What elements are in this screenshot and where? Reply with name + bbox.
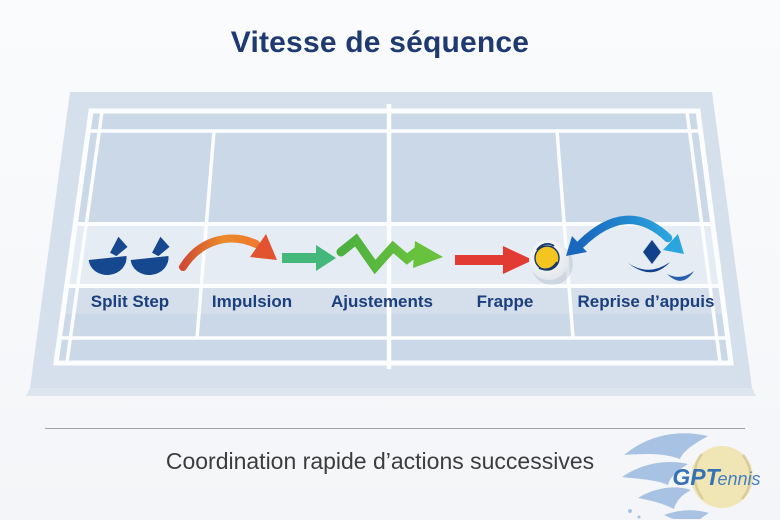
gptennis-logo: GPT ennis [622,433,761,519]
footer-caption: Coordination rapide d’actions successive… [165,448,595,474]
impulsion-arrow-icon [179,234,277,271]
logo-ball-icon [691,446,753,508]
split-step-feet-icon [88,236,170,276]
step-label-split-step: Split Step [91,292,169,311]
landing-feet-icon [628,240,694,281]
court-lines [53,104,734,369]
logo-text-bold: GPT [672,464,721,490]
footer-divider [45,428,745,429]
zigzag-arrow-icon [336,233,443,275]
green-arrow-icon [282,245,336,271]
step-label-reprise: Reprise d’appuis [578,292,715,311]
logo-text-rest: ennis [717,469,760,489]
tennis-ball-icon [529,240,573,285]
sequence-highlight-band [67,224,720,286]
step-label-ajustements: Ajustements [331,292,433,311]
rebound-arrow-icon [566,215,684,256]
step-label-impulsion: Impulsion [212,292,292,311]
label-band [63,286,725,314]
step-label-frappe: Frappe [477,292,534,311]
step-labels: Split Step Impulsion Ajustements Frappe … [91,292,715,311]
flame-icon [622,433,709,519]
page-title: Vitesse de séquence [230,26,530,59]
strike-arrow-icon [455,246,533,274]
